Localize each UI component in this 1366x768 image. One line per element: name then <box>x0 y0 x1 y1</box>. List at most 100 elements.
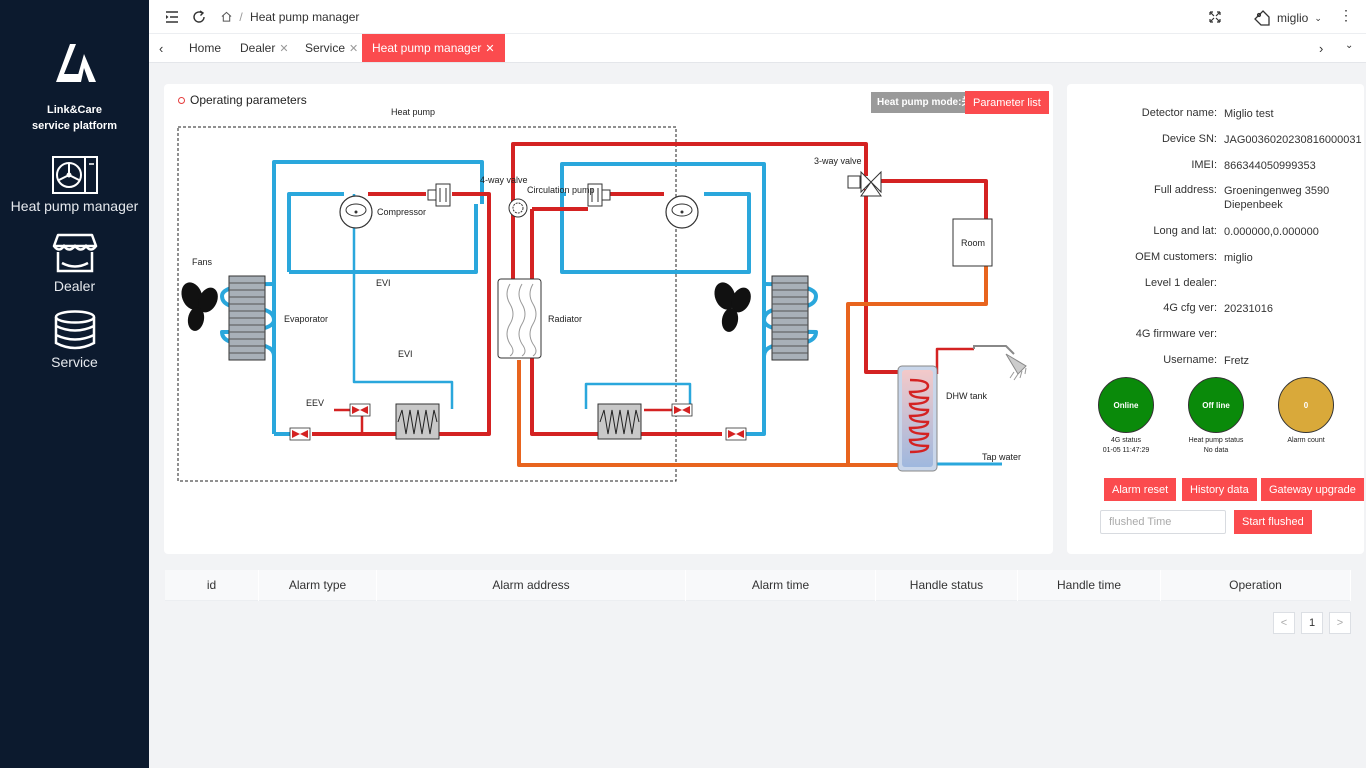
pagination-next-button[interactable]: > <box>1329 612 1351 634</box>
info-key: Level 1 dealer: <box>1144 277 1217 289</box>
alarm-table-header: id Alarm type Alarm address Alarm time H… <box>165 570 1351 601</box>
operating-parameters-panel: Heat pump 4-way valve Circulation pump C… <box>164 84 1053 554</box>
label-tap-water: Tap water <box>982 452 1021 462</box>
heat-exchanger-icon <box>395 403 440 440</box>
database-icon <box>54 310 95 350</box>
sidebar-item-service[interactable]: Service <box>0 310 149 370</box>
left-inner-cold-pipe <box>287 192 344 272</box>
sidebar-item-label: Heat pump manager <box>10 198 139 214</box>
hot-down-to-tank <box>864 189 899 374</box>
fan-icon <box>714 282 751 332</box>
status-circle: Off line <box>1188 377 1244 433</box>
username: miglio <box>1277 11 1309 25</box>
info-key: IMEI: <box>1191 159 1217 171</box>
room-box <box>952 218 993 267</box>
tab-label: Service <box>305 41 346 55</box>
close-icon[interactable]: ✕ <box>279 43 289 55</box>
label-evi: EVI <box>376 278 391 288</box>
info-value: miglio <box>1224 252 1253 264</box>
eev-valve-icon <box>349 403 371 417</box>
room-return-pipe <box>846 266 988 465</box>
title-text: Operating parameters <box>190 93 307 107</box>
flushed-time-input[interactable] <box>1100 510 1226 534</box>
sidebar-item-dealer[interactable]: Dealer <box>0 232 149 294</box>
label-fans: Fans <box>192 257 213 267</box>
pagination-page-1[interactable]: 1 <box>1301 612 1323 634</box>
tab-bar: ‹ Home Dealer✕ Service✕ Heat pump manage… <box>149 34 1366 63</box>
circulation-pump-icon <box>508 198 528 218</box>
alarm-reset-button[interactable]: Alarm reset <box>1104 478 1177 501</box>
fullscreen-icon[interactable] <box>1207 9 1223 25</box>
column-header-id[interactable]: id <box>165 570 259 601</box>
brand-line-1: Link&Care <box>46 104 103 116</box>
status-heat-pump: Off line Heat pump status No data <box>1176 377 1256 456</box>
tab-service[interactable]: Service✕ <box>295 34 368 62</box>
breadcrumb-current: Heat pump manager <box>250 10 360 24</box>
top-bar: / Heat pump manager miglio ⌄ ⋮ <box>149 0 1366 34</box>
info-value: 20231016 <box>1224 303 1273 315</box>
brand-line-2: service platform <box>32 120 117 132</box>
tabs-scroll-left-icon[interactable]: ‹ <box>159 41 164 56</box>
tabs-scroll-right-icon[interactable]: › <box>1319 41 1324 56</box>
shower-icon <box>973 345 1027 381</box>
tab-dealer[interactable]: Dealer✕ <box>230 34 299 62</box>
info-value: 0.000000,0.000000 <box>1224 226 1319 238</box>
evi-pipe <box>352 194 454 409</box>
column-header-handle-status[interactable]: Handle status <box>876 570 1018 601</box>
status-caption: 4G status 01-05 11:47:29 <box>1086 436 1166 456</box>
status-caption-line: 01-05 11:47:29 <box>1102 447 1150 454</box>
status-caption-line: No data <box>1203 447 1229 454</box>
column-header-operation[interactable]: Operation <box>1161 570 1351 601</box>
breadcrumb: / Heat pump manager <box>221 10 359 24</box>
left-inner-return-pipe <box>289 204 478 274</box>
status-caption-line: Alarm count <box>1287 437 1325 444</box>
four-way-valve-icon <box>587 183 611 207</box>
start-flushed-button[interactable]: Start flushed <box>1234 510 1312 534</box>
evaporator-block <box>228 275 266 361</box>
home-icon[interactable] <box>221 11 232 22</box>
eev-valve-icon <box>725 427 747 441</box>
label-dhw-tank: DHW tank <box>946 391 988 401</box>
more-vertical-icon[interactable]: ⋮ <box>1339 7 1353 23</box>
refresh-icon[interactable] <box>191 9 207 25</box>
heat-pump-diagram: Heat pump 4-way valve Circulation pump C… <box>177 107 1027 482</box>
status-caption-line: Heat pump status <box>1188 437 1244 444</box>
left-outer-cold-pipe <box>272 160 484 434</box>
store-icon <box>52 233 97 273</box>
status-caption-line: 4G status <box>1111 437 1141 444</box>
label-evi: EVI <box>398 349 413 359</box>
heat-pump-boundary <box>177 126 677 482</box>
label-three-way-valve: 3-way valve <box>814 156 862 166</box>
column-header-alarm-time[interactable]: Alarm time <box>686 570 876 601</box>
sidebar-item-heat-pump-manager[interactable]: Heat pump manager <box>0 156 149 214</box>
status-caption: Heat pump status No data <box>1176 436 1256 456</box>
sidebar: Link&Care service platform Heat pump man… <box>0 0 149 768</box>
tab-home[interactable]: Home <box>179 34 231 62</box>
history-data-button[interactable]: History data <box>1182 478 1257 501</box>
close-icon[interactable]: ✕ <box>349 43 359 55</box>
gateway-upgrade-button[interactable]: Gateway upgrade <box>1261 478 1364 501</box>
menu-fold-icon[interactable] <box>164 9 180 25</box>
operating-parameters-title: Operating parameters <box>178 93 307 107</box>
info-key: 4G cfg ver: <box>1163 302 1217 314</box>
pagination-prev-button[interactable]: < <box>1273 612 1295 634</box>
tab-heat-pump-manager[interactable]: Heat pump manager✕ <box>362 34 505 62</box>
close-icon[interactable]: ✕ <box>485 43 495 55</box>
condenser-block <box>771 275 809 361</box>
column-header-handle-time[interactable]: Handle time <box>1018 570 1161 601</box>
fan-icon <box>181 282 218 331</box>
compressor-icon <box>665 195 699 229</box>
sidebar-item-label: Dealer <box>53 278 96 294</box>
parameter-list-button[interactable]: Parameter list <box>965 91 1049 114</box>
eev-valve-icon <box>289 427 311 441</box>
label-heat-pump: Heat pump <box>391 107 435 117</box>
column-header-alarm-type[interactable]: Alarm type <box>259 570 377 601</box>
info-key: Full address: <box>1154 184 1217 196</box>
tab-label: Home <box>189 41 222 55</box>
user-menu[interactable]: miglio ⌄ <box>1253 9 1322 27</box>
tabs-menu-chevron-icon[interactable]: ⌄ <box>1345 40 1354 51</box>
label-evaporator: Evaporator <box>284 314 328 324</box>
info-key: Device SN: <box>1161 133 1217 145</box>
column-header-alarm-address[interactable]: Alarm address <box>377 570 686 601</box>
